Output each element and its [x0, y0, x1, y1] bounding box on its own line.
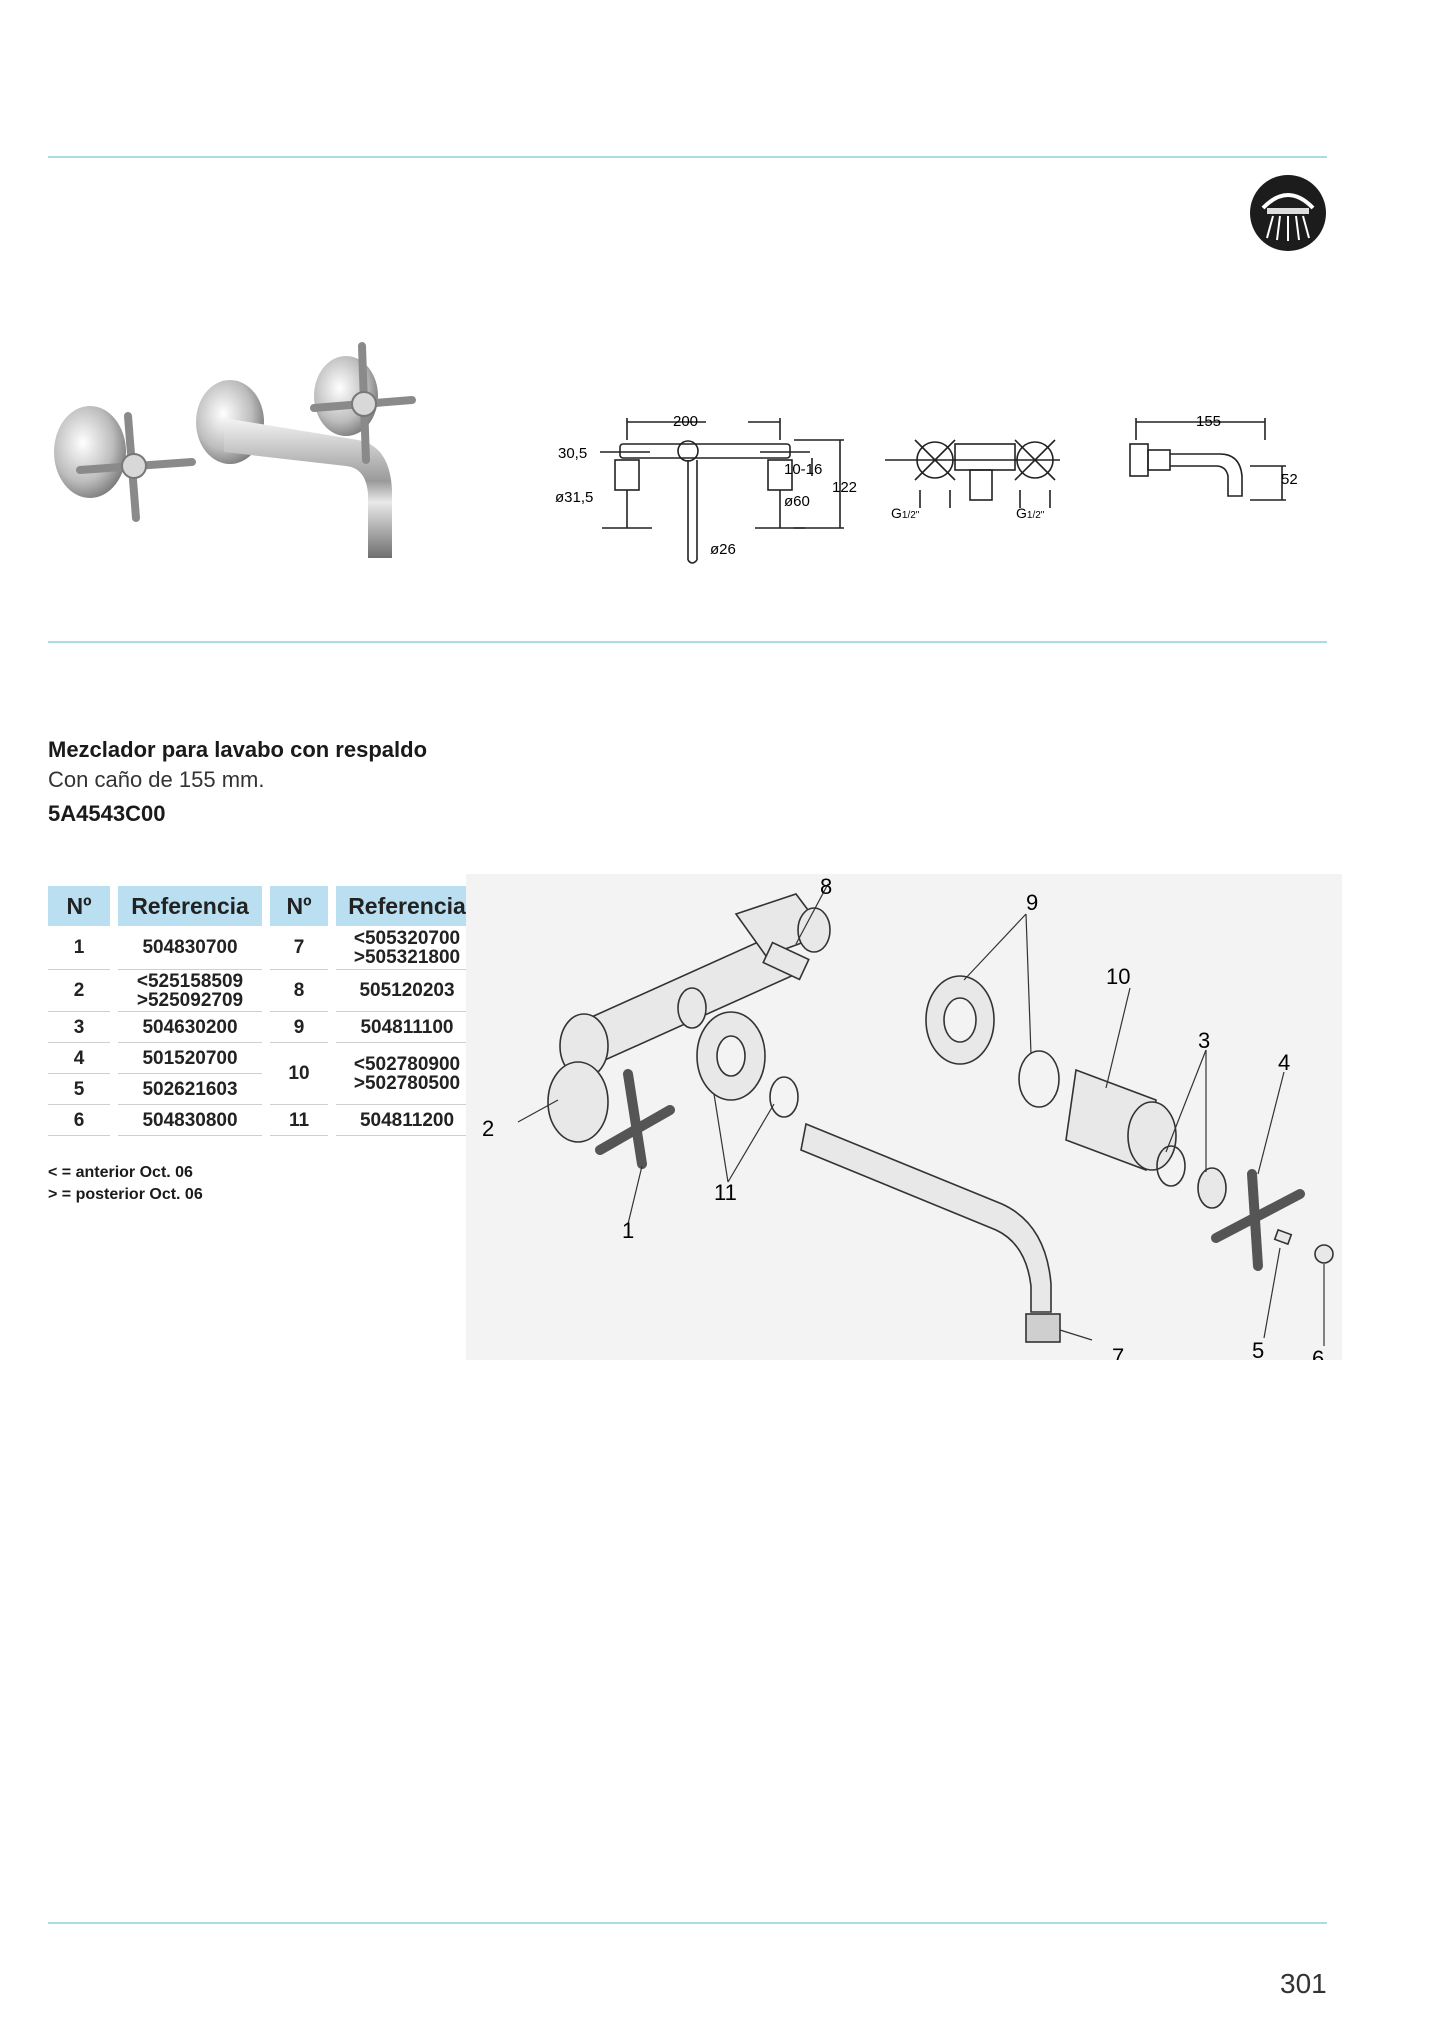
part-number: 8: [270, 970, 328, 1012]
dim-g-right: G1/2": [1016, 505, 1045, 521]
part-number: 5: [48, 1074, 110, 1105]
part-number: 3: [48, 1012, 110, 1043]
legend: < = anterior Oct. 06 > = posterior Oct. …: [48, 1162, 203, 1206]
part-number: 4: [48, 1043, 110, 1074]
header-number-2: Nº: [270, 886, 328, 926]
part-number: 11: [270, 1105, 328, 1136]
part-number: 2: [48, 970, 110, 1012]
part-reference: <505320700 >505321800: [336, 926, 478, 970]
dim-26: ø26: [710, 541, 736, 558]
table-row: 4 501520700 10 <502780900 >502780500: [48, 1043, 478, 1105]
product-title: Mezclador para lavabo con respaldo: [48, 737, 428, 762]
part-number: 10: [270, 1043, 328, 1105]
dim-52: 52: [1281, 471, 1298, 488]
bottom-rule: [48, 1922, 1327, 1924]
dim-60: ø60: [784, 493, 810, 510]
header-number: Nº: [48, 886, 110, 926]
page-number: 301: [1280, 1968, 1327, 1999]
part-number: 6: [48, 1105, 110, 1136]
dim-200: 200: [673, 413, 698, 430]
table-row: 6 504830800 11 504811200: [48, 1105, 478, 1136]
dimension-drawing: 200 30,5 10-16 122 ø31,5 ø60 ø26 G1/2" G…: [540, 400, 1340, 580]
part-reference: 504811100: [336, 1012, 478, 1043]
part-reference: 502621603: [118, 1074, 262, 1105]
product-photo: [28, 340, 428, 580]
callout-10: 10: [1106, 964, 1130, 989]
part-reference: <525158509 >525092709: [118, 970, 262, 1012]
callout-11: 11: [714, 1180, 737, 1205]
callout-8: 8: [820, 874, 832, 899]
callout-7: 7: [1112, 1344, 1124, 1360]
callout-4: 4: [1278, 1050, 1290, 1075]
callout-3: 3: [1198, 1028, 1210, 1053]
middle-rule: [48, 641, 1327, 643]
table-row: 1 504830700 7 <505320700 >505321800: [48, 926, 478, 970]
dim-g-left: G1/2": [891, 505, 920, 521]
table-header-row: Nº Referencia Nº Referencia: [48, 886, 478, 926]
part-reference: 504830800: [118, 1105, 262, 1136]
shower-icon: [1249, 174, 1327, 252]
callout-6: 6: [1312, 1346, 1324, 1360]
header-reference-2: Referencia: [336, 886, 478, 926]
part-reference: 504811200: [336, 1105, 478, 1136]
callout-1: 1: [622, 1218, 634, 1243]
parts-table: Nº Referencia Nº Referencia 1 504830700 …: [48, 886, 478, 1136]
product-code: 5A4543C00: [48, 801, 166, 826]
product-subtitle: Con caño de 155 mm.: [48, 767, 265, 792]
dim-31-5: ø31,5: [555, 489, 593, 506]
top-rule: [48, 156, 1327, 158]
dim-10-16: 10-16: [784, 461, 822, 478]
legend-after: > = posterior Oct. 06: [48, 1186, 203, 1203]
table-row: 2 <525158509 >525092709 8 505120203: [48, 970, 478, 1012]
part-reference: 504830700: [118, 926, 262, 970]
table-row: 5 502621603: [48, 1074, 478, 1105]
header-reference: Referencia: [118, 886, 262, 926]
part-reference: 505120203: [336, 970, 478, 1012]
part-reference: <502780900 >502780500: [336, 1043, 478, 1105]
table-row: 3 504630200 9 504811100: [48, 1012, 478, 1043]
dim-30-5: 30,5: [558, 445, 587, 462]
callout-9: 9: [1026, 890, 1038, 915]
part-reference: 504630200: [118, 1012, 262, 1043]
part-number: 1: [48, 926, 110, 970]
legend-before: < = anterior Oct. 06: [48, 1164, 193, 1181]
part-number: 7: [270, 926, 328, 970]
dim-155: 155: [1196, 413, 1221, 430]
dim-122: 122: [832, 479, 857, 496]
part-number: 9: [270, 1012, 328, 1043]
part-reference: 501520700: [118, 1043, 262, 1074]
callout-2: 2: [482, 1116, 494, 1141]
callout-5: 5: [1252, 1338, 1264, 1360]
exploded-diagram: 1 2 3 4 5 6 7 8 9 10 11: [466, 874, 1342, 1371]
